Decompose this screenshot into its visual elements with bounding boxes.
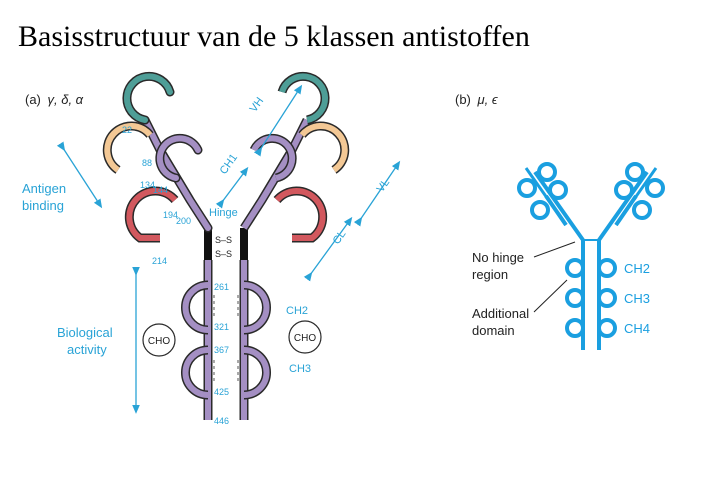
svg-text:425: 425 <box>214 387 229 397</box>
hinge-label: Hinge <box>209 207 238 219</box>
additional-domain-label-2: domain <box>472 323 515 338</box>
biological-activity-label-1: Biological <box>57 325 113 340</box>
biological-activity-label-2: activity <box>67 342 107 357</box>
left-light-chain <box>102 121 179 243</box>
vl-arrow <box>353 160 401 227</box>
ch2-label: CH2 <box>286 305 308 317</box>
svg-text:144: 144 <box>153 185 168 195</box>
carbohydrate-left: CHO <box>142 323 176 357</box>
svg-text:22: 22 <box>122 125 132 135</box>
panel-a-heading: (a) γ, δ, α <box>25 92 84 107</box>
antigen-binding-arrow <box>56 141 103 209</box>
svg-text:200: 200 <box>176 216 191 226</box>
antigen-binding-label-1: Antigen <box>22 181 66 196</box>
svg-text:S–S: S–S <box>215 249 232 259</box>
ch1-label: CH1 <box>218 152 240 177</box>
ch1-arrow <box>215 166 249 209</box>
vh-label: VH <box>248 95 267 114</box>
svg-text:261: 261 <box>214 282 229 292</box>
hinge-region: S–S S–S Hinge <box>204 207 248 260</box>
svg-text:214: 214 <box>152 256 167 266</box>
ch3-label: CH3 <box>289 363 311 375</box>
b-ch2-label: CH2 <box>624 261 650 276</box>
additional-domain-pointer <box>533 279 568 313</box>
residue-numbers: 22 88 134 144 194 200 214 261 321 367 42… <box>122 125 229 426</box>
antigen-binding-label-2: binding <box>22 198 64 213</box>
cl-arrow <box>303 216 353 282</box>
svg-text:194: 194 <box>163 210 178 220</box>
no-hinge-label-1: No hinge <box>472 250 524 265</box>
svg-text:S–S: S–S <box>215 235 232 245</box>
svg-text:CHO: CHO <box>148 336 170 347</box>
panel-b-schematic <box>517 162 665 350</box>
b-ch4-label: CH4 <box>624 321 650 336</box>
page-title: Basisstructuur van de 5 klassen antistof… <box>18 20 530 53</box>
left-heavy-chain <box>122 71 213 233</box>
svg-text:321: 321 <box>214 322 229 332</box>
carbohydrate-right: CHO <box>288 320 322 354</box>
b-ch3-label: CH3 <box>624 291 650 306</box>
fc-region <box>181 260 271 420</box>
svg-text:CHO: CHO <box>294 333 316 344</box>
svg-text:446: 446 <box>214 416 229 426</box>
additional-domain-label-1: Additional <box>472 306 529 321</box>
no-hinge-pointer <box>533 241 576 258</box>
vh-arrow <box>253 84 303 157</box>
no-hinge-label-2: region <box>472 267 508 282</box>
panel-b-heading: (b) μ, ϵ <box>455 92 498 107</box>
svg-text:134: 134 <box>140 180 155 190</box>
svg-text:367: 367 <box>214 345 229 355</box>
svg-text:88: 88 <box>142 158 152 168</box>
